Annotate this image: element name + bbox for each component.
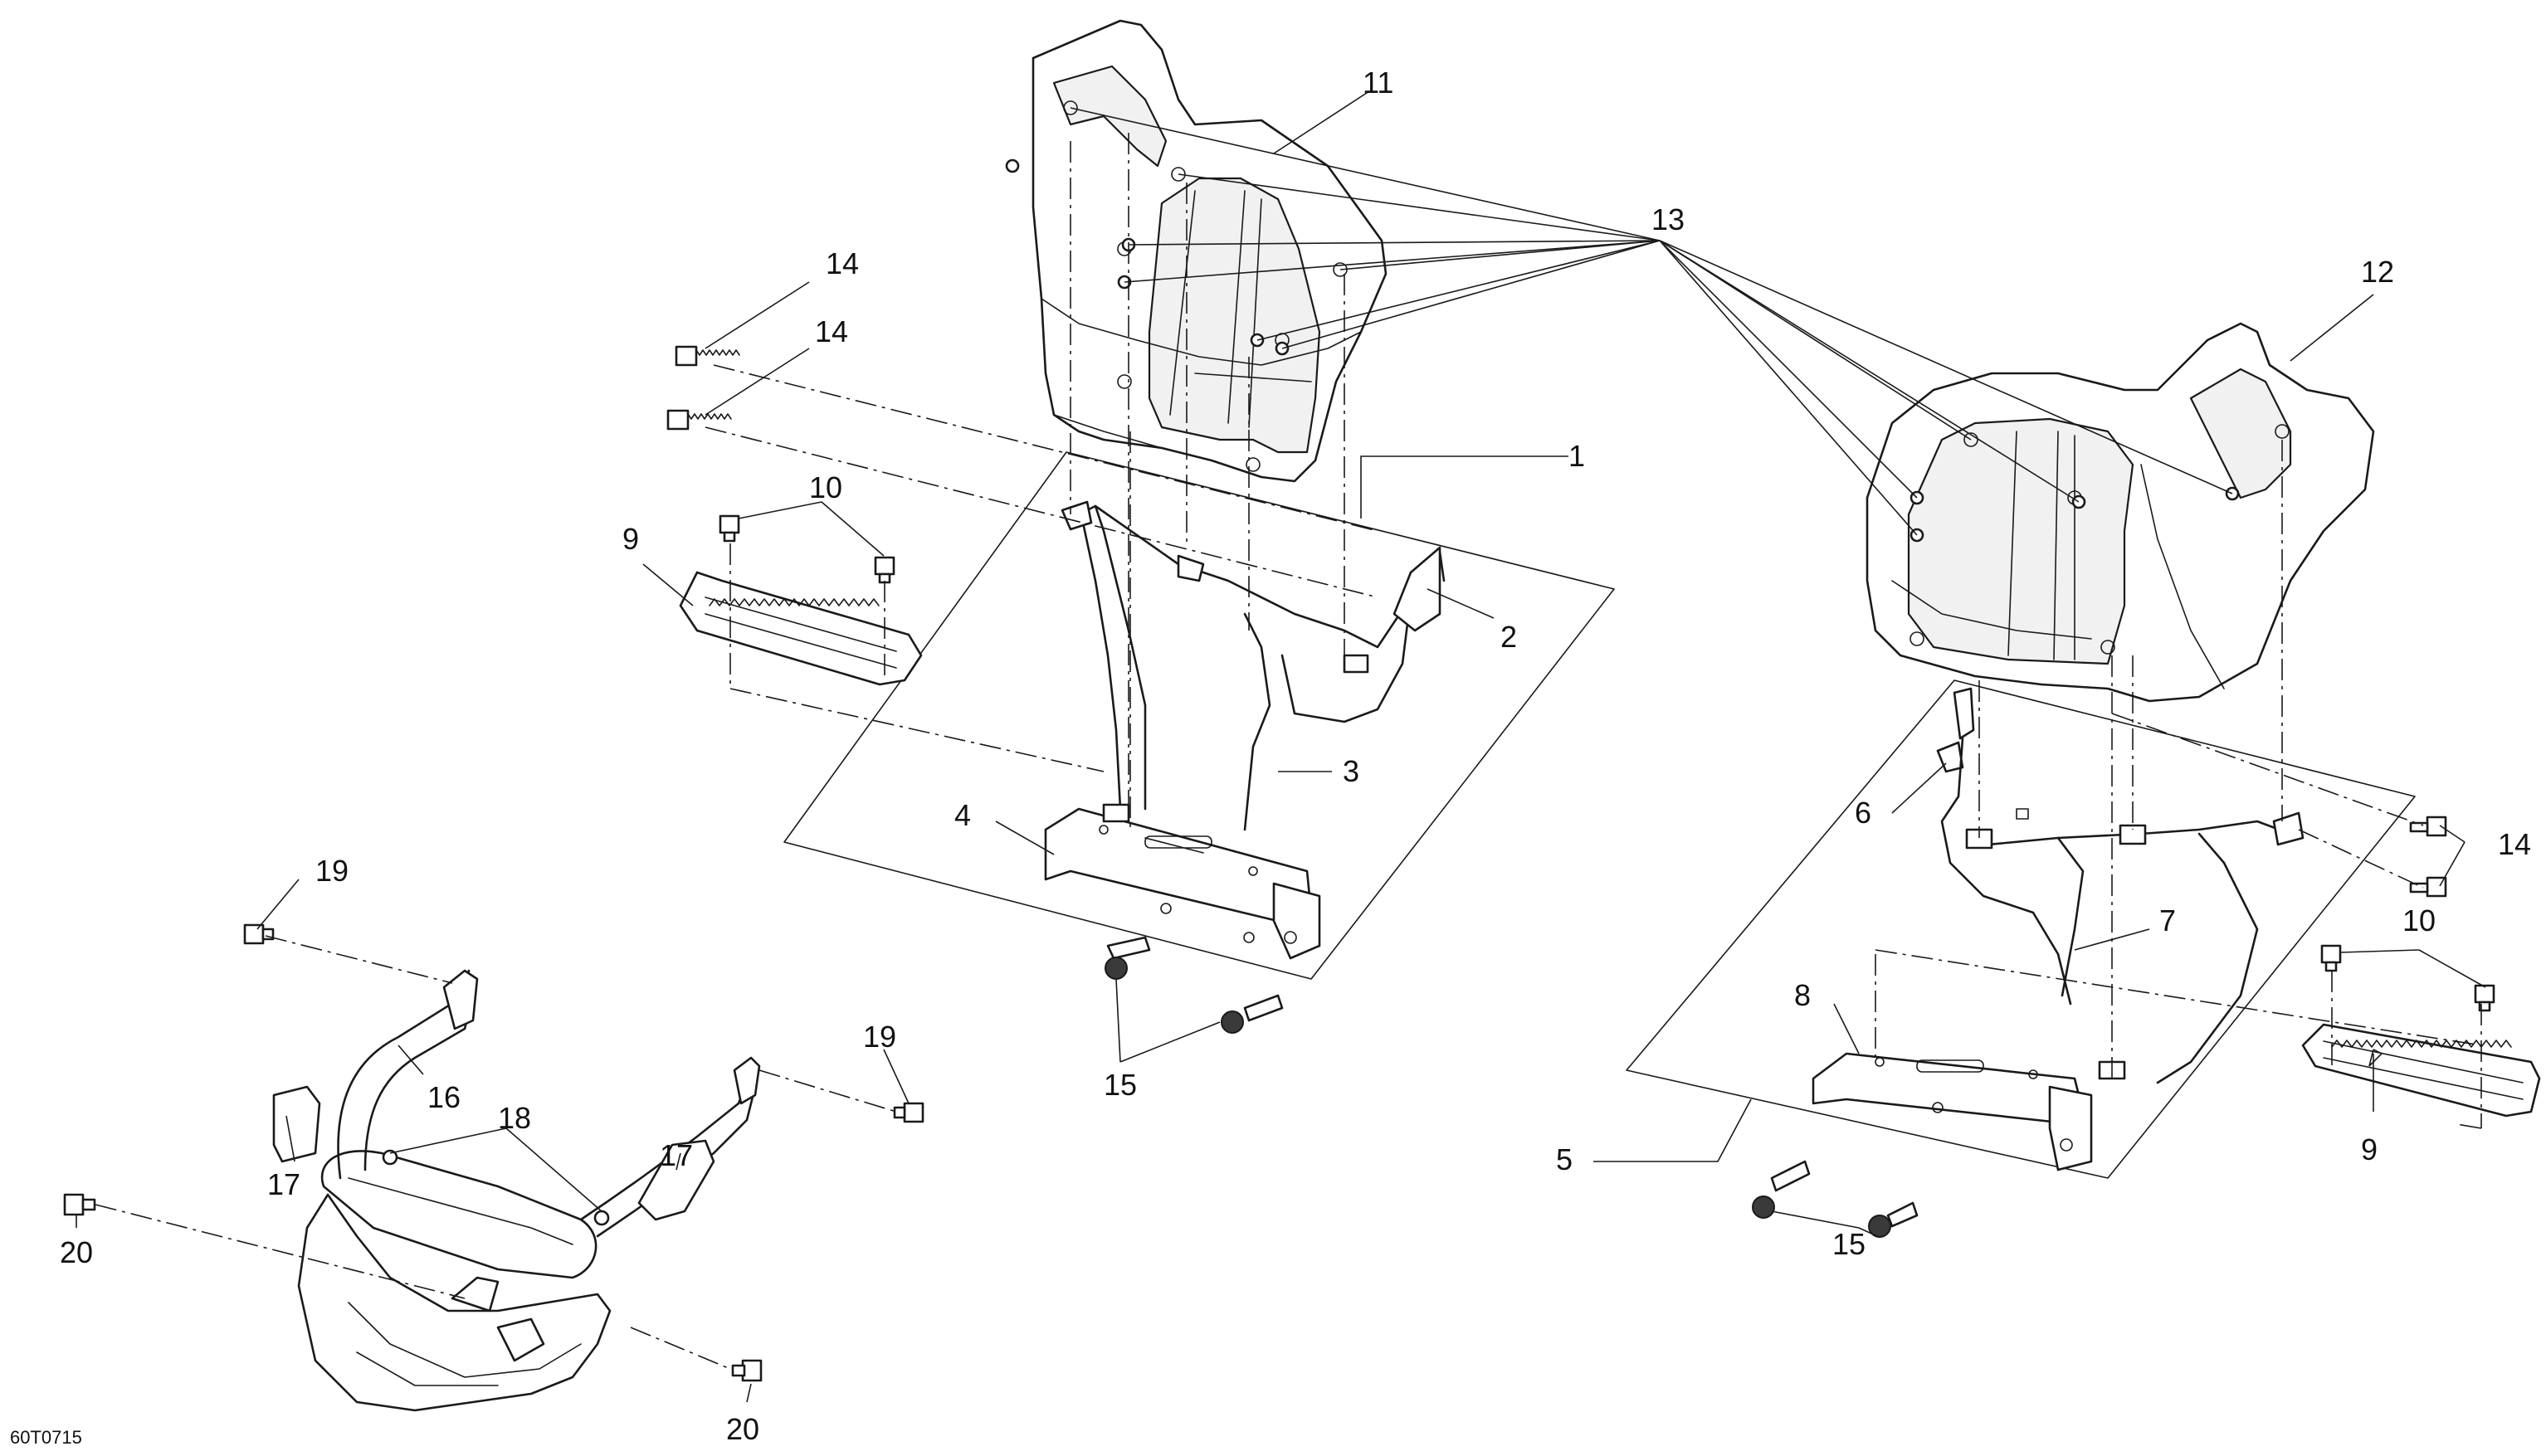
callout-2: 2: [1500, 620, 1517, 654]
callout-9-right: 9: [2361, 1132, 2378, 1166]
left-mounting-bracket: [1044, 803, 1321, 960]
right-footrest-frame: [1936, 687, 2305, 1084]
nut-icon: [382, 1149, 610, 1226]
callout-20-right: 20: [726, 1412, 759, 1446]
right-mounting-bracket: [1812, 1052, 2126, 1171]
long-bolt-icon: [666, 345, 2447, 898]
callout-5: 5: [1556, 1142, 1573, 1176]
callout-11: 11: [1363, 66, 1393, 100]
screw-icon: [63, 923, 924, 1382]
callout-leaders: [76, 90, 2486, 1403]
front-bumper-assembly: [272, 969, 761, 1412]
callout-10-right: 10: [2402, 903, 2436, 937]
callout-labels: 1 2 3 4 5 6 7 8 9 9 10 10 11 12 13 14 14…: [10, 66, 2531, 1448]
bolt-icon: [1105, 936, 1284, 1034]
callout-3: 3: [1343, 754, 1359, 788]
callout-6: 6: [1855, 796, 1871, 830]
right-assembly-plane: [1626, 679, 2416, 1179]
callout-14-top: 14: [826, 246, 859, 280]
pin-icon: [719, 514, 2495, 1012]
left-footrest-frame: [1061, 500, 1446, 831]
leader-lines-13: [1070, 107, 2233, 536]
right-footpeg: [2301, 1023, 2541, 1118]
callout-17-right: 17: [660, 1138, 693, 1172]
callout-19-right: 19: [863, 1020, 896, 1054]
callout-9-left: 9: [622, 522, 639, 556]
callout-14-right: 14: [2498, 827, 2531, 861]
reference-code: 60T0715: [10, 1427, 82, 1448]
right-footrest-panel: [1866, 322, 2375, 703]
callout-15-left: 15: [1104, 1068, 1137, 1102]
callout-16: 16: [427, 1080, 461, 1114]
callout-15-right: 15: [1832, 1227, 1866, 1261]
bolt-icon: [1752, 1160, 1919, 1238]
callout-17-left: 17: [267, 1167, 300, 1201]
left-footrest-panel: [1032, 19, 1388, 483]
callout-13: 13: [1651, 202, 1685, 236]
alignment-lines: [95, 133, 2482, 1370]
left-assembly-plane: [783, 451, 1615, 980]
callout-20-left: 20: [60, 1235, 93, 1269]
callout-4: 4: [954, 798, 971, 832]
callout-14-second: 14: [815, 314, 848, 348]
callout-10-left: 10: [809, 470, 842, 504]
callout-12: 12: [2361, 255, 2394, 289]
callout-7: 7: [2159, 903, 2176, 937]
left-footpeg: [679, 571, 923, 686]
callout-18: 18: [498, 1101, 531, 1135]
callout-8: 8: [1794, 978, 1811, 1012]
callout-19-left: 19: [315, 854, 349, 888]
callout-1: 1: [1568, 439, 1585, 473]
